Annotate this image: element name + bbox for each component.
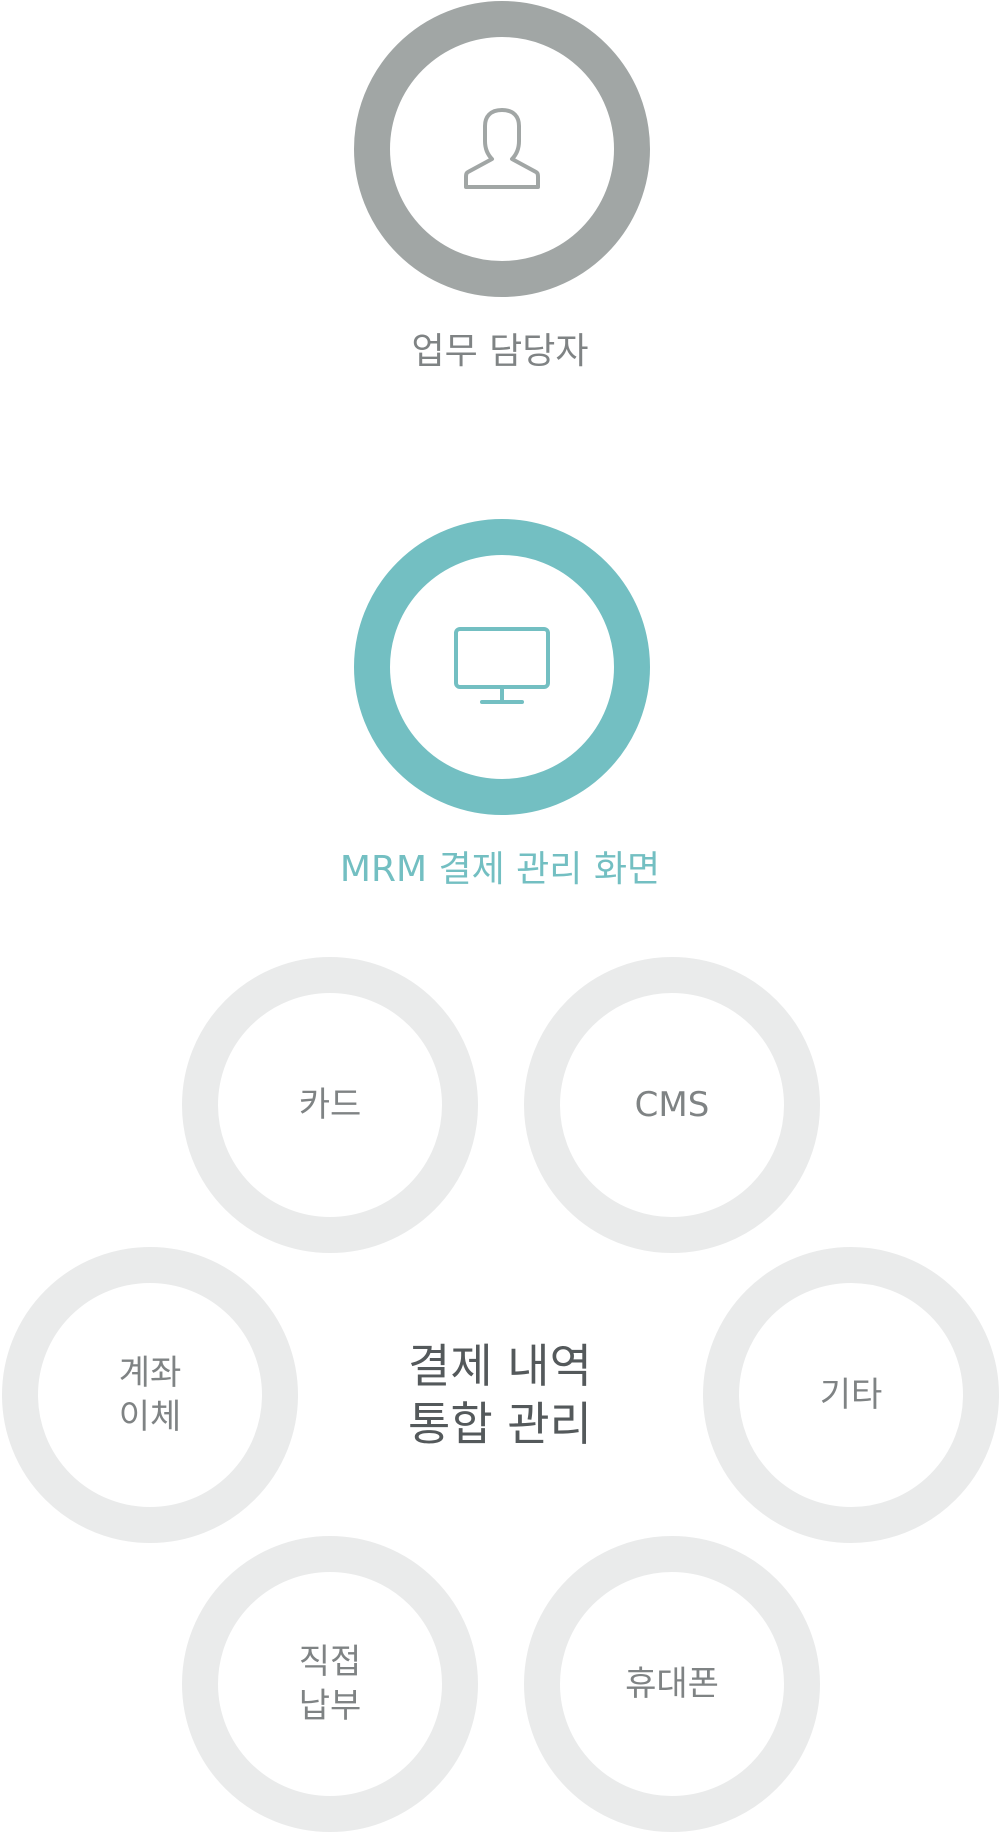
monitor-icon [452,625,552,709]
integrated-management-title: 결제 내역 통합 관리 [408,1339,592,1451]
mrm-screen-caption: MRM 결제 관리 화면 [339,849,661,890]
payment-node-account-transfer: 계좌 이체 [2,1247,298,1543]
staff-caption: 업무 담당자 [411,331,589,372]
payment-node-other: 기타 [703,1247,999,1543]
node-label-other: 기타 [819,1375,883,1415]
payment-node-cms: CMS [524,957,820,1253]
node-label-mobile: 휴대폰 [625,1664,719,1704]
node-label-account-transfer: 계좌 이체 [118,1353,182,1437]
payment-node-card: 카드 [182,957,478,1253]
node-label-cms: CMS [634,1085,710,1125]
user-icon [452,99,552,199]
mrm-screen-circle [354,519,650,815]
node-label-card: 카드 [298,1085,362,1125]
node-label-direct-payment: 직접 납부 [298,1642,362,1726]
staff-circle [354,1,650,297]
payment-node-direct-payment: 직접 납부 [182,1536,478,1832]
payment-node-mobile: 휴대폰 [524,1536,820,1832]
